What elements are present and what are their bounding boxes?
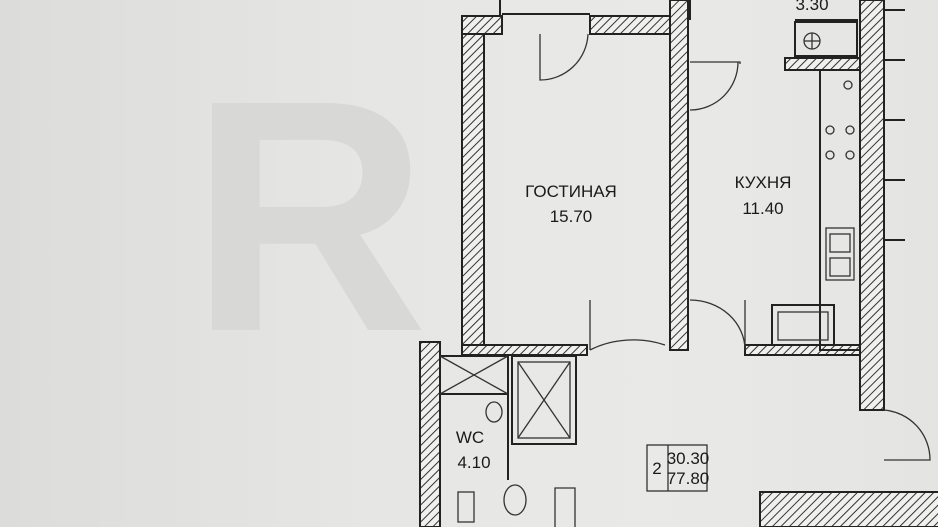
kitchen-fixtures xyxy=(771,69,861,351)
walls xyxy=(419,0,938,527)
room-area-living: 15.70 xyxy=(550,207,593,226)
room-name-living: ГОСТИНАЯ xyxy=(525,182,617,201)
wc-fixtures xyxy=(439,355,577,527)
door-kitchen-top xyxy=(689,61,741,111)
shaft xyxy=(511,355,577,445)
door-kitchen-bottom xyxy=(689,299,746,351)
room-top-small: 3.30 xyxy=(689,0,862,71)
apartment-summary: 2 30.30 77.80 xyxy=(646,444,710,492)
kitchen-sink-icon xyxy=(825,227,855,281)
bidet-icon xyxy=(457,491,475,523)
rooms-count: 2 xyxy=(652,459,661,478)
sink-box xyxy=(794,21,858,57)
fridge-icon xyxy=(771,304,835,346)
room-area-kitchen: 11.40 xyxy=(742,199,783,218)
room-top-area: 3.30 xyxy=(795,0,828,14)
room-area-wc: 4.10 xyxy=(457,453,490,472)
room-name-wc: WC xyxy=(456,428,484,447)
washbasin-icon xyxy=(485,401,503,423)
room-name-kitchen: КУХНЯ xyxy=(735,173,792,192)
watermark: R xyxy=(190,31,428,400)
door-right xyxy=(883,409,931,461)
living-area: 30.30 xyxy=(667,449,710,468)
doors xyxy=(539,33,931,461)
door-living-top xyxy=(539,33,589,81)
toilet-icon xyxy=(503,484,527,516)
total-area: 77.80 xyxy=(667,469,710,488)
door-living-bottom xyxy=(589,300,666,351)
